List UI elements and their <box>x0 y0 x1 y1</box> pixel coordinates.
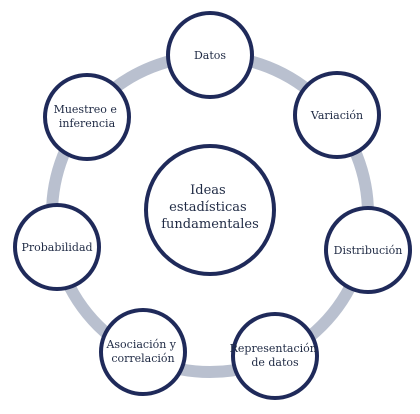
node-representacion-line: Representación <box>230 342 317 355</box>
node-asociacion: Asociación y correlación <box>99 308 187 396</box>
center-node-circle <box>144 144 276 276</box>
node-variacion-line: Variación <box>310 109 363 122</box>
node-probabilidad-label: Probabilidad <box>21 241 92 254</box>
center-node-line: fundamentales <box>161 217 259 232</box>
node-variacion: Variación <box>293 71 381 159</box>
node-distribucion-label: Distribución <box>334 244 403 257</box>
node-muestreo-line: inferencia <box>59 117 116 130</box>
node-asociacion-line: correlación <box>111 352 174 365</box>
center-node-line: estadísticas <box>169 200 247 215</box>
node-variacion-label: Variación <box>310 109 363 122</box>
node-datos-line: Datos <box>194 49 226 62</box>
center-node-line: Ideas <box>190 183 226 198</box>
center-node-label: Ideas estadísticas fundamentales <box>161 183 259 232</box>
node-probabilidad-line: Probabilidad <box>21 241 92 254</box>
node-representacion: Representación de datos <box>230 312 321 400</box>
node-distribucion: Distribución <box>324 206 412 294</box>
node-datos-label: Datos <box>194 49 226 62</box>
node-muestreo-label: Muestreo e inferencia <box>54 103 121 130</box>
node-representacion-circle <box>231 312 319 400</box>
node-asociacion-label: Asociación y correlación <box>105 338 179 365</box>
node-asociacion-line: Asociación y <box>105 338 176 351</box>
center-node: Ideas estadísticas fundamentales <box>144 144 276 276</box>
node-variacion-circle <box>293 71 381 159</box>
node-datos: Datos <box>166 11 254 99</box>
node-probabilidad: Probabilidad <box>13 203 101 291</box>
node-probabilidad-circle <box>13 203 101 291</box>
node-representacion-label: Representación de datos <box>230 342 321 369</box>
node-distribucion-line: Distribución <box>334 244 403 257</box>
node-muestreo: Muestreo e inferencia <box>43 73 131 161</box>
node-distribucion-circle <box>324 206 412 294</box>
node-representacion-line: de datos <box>251 356 299 369</box>
node-muestreo-circle <box>43 73 131 161</box>
node-asociacion-circle <box>99 308 187 396</box>
node-muestreo-line: Muestreo e <box>54 103 117 116</box>
node-datos-circle <box>166 11 254 99</box>
